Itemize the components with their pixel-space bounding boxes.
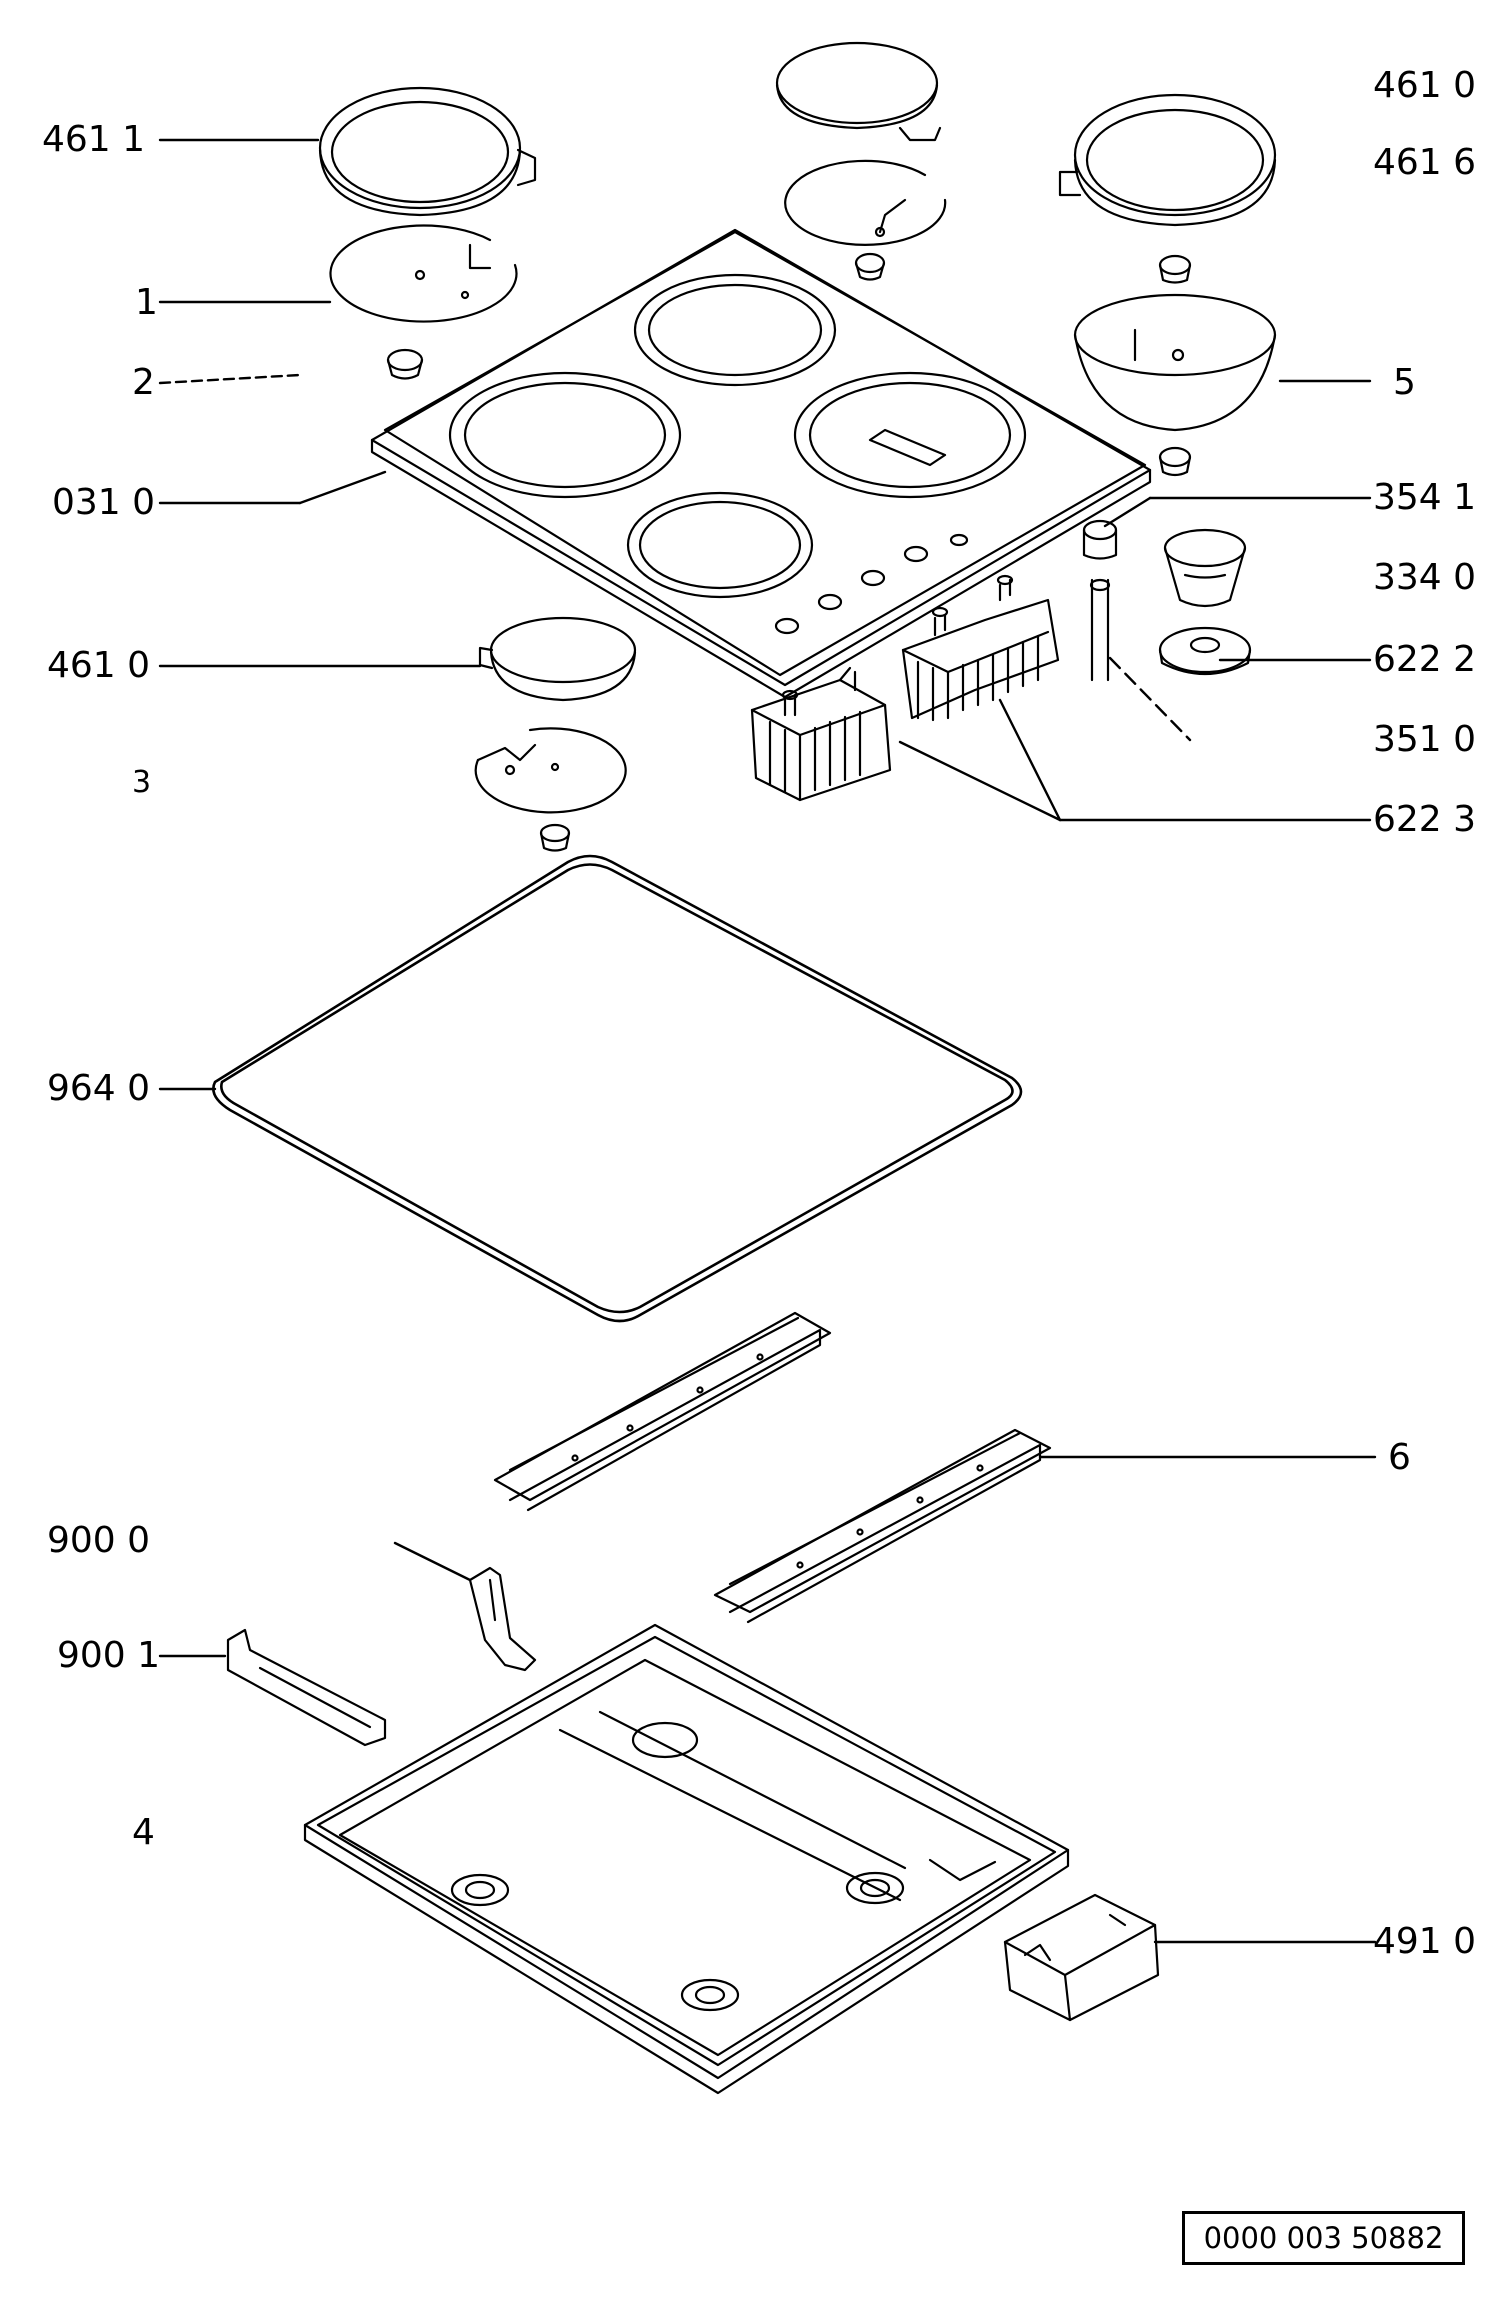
label-900-1: 900 1 <box>57 1635 161 1676</box>
hotplate-461-6 <box>1058 93 1277 227</box>
label-900-0: 900 0 <box>47 1520 151 1561</box>
label-461-0-top: 461 0 <box>1373 65 1477 106</box>
connector-block-491-0 <box>1003 1893 1160 2022</box>
label-334-0: 334 0 <box>1373 557 1477 598</box>
label-461-0-mid: 461 0 <box>47 645 151 686</box>
spacer-plate-top-center <box>784 159 947 246</box>
bush-2 <box>386 348 424 380</box>
label-3: 3 <box>132 765 152 800</box>
bottom-tray-4 <box>303 1623 1070 2095</box>
label-4: 4 <box>132 1812 155 1853</box>
label-461-1: 461 1 <box>42 119 146 160</box>
hotplate-461-0-top <box>775 41 942 142</box>
label-622-2: 622 2 <box>1373 639 1477 680</box>
document-reference-number: 0000 003 50882 <box>1182 2211 1465 2265</box>
bracket-900-0 <box>468 1566 537 1672</box>
rail-upper <box>493 1311 832 1512</box>
bush-top-right <box>1158 254 1192 284</box>
label-351-0: 351 0 <box>1373 719 1477 760</box>
label-031-0: 031 0 <box>52 482 156 523</box>
bush-left-lower <box>539 823 571 852</box>
label-6: 6 <box>1388 1437 1411 1478</box>
label-1: 1 <box>135 282 158 323</box>
bush-right-lower <box>1158 446 1192 477</box>
bracket-900-1 <box>226 1628 387 1747</box>
leader-lines <box>158 138 1377 1944</box>
hotplate-461-0-left <box>478 616 637 702</box>
hotplate-461-1 <box>318 86 537 217</box>
knob-parts-354-334-622 <box>1082 519 1252 682</box>
spacer-plate-3 <box>474 727 627 814</box>
gasket-964-0 <box>212 854 1023 1323</box>
label-461-6: 461 6 <box>1373 142 1477 183</box>
label-964-0: 964 0 <box>47 1068 151 1109</box>
label-354-1: 354 1 <box>1373 477 1477 518</box>
spacer-plate-1 <box>329 224 518 323</box>
label-5: 5 <box>1393 362 1416 403</box>
label-491-0: 491 0 <box>1373 1921 1477 1962</box>
label-622-3: 622 3 <box>1373 799 1477 840</box>
rail-lower-6 <box>713 1428 1052 1624</box>
switch-blocks-622-3 <box>750 574 1060 802</box>
hob-top-031-0 <box>370 228 1152 699</box>
reflector-bowl-5 <box>1073 293 1277 432</box>
label-2: 2 <box>132 362 155 403</box>
bush-top-center <box>854 252 886 281</box>
